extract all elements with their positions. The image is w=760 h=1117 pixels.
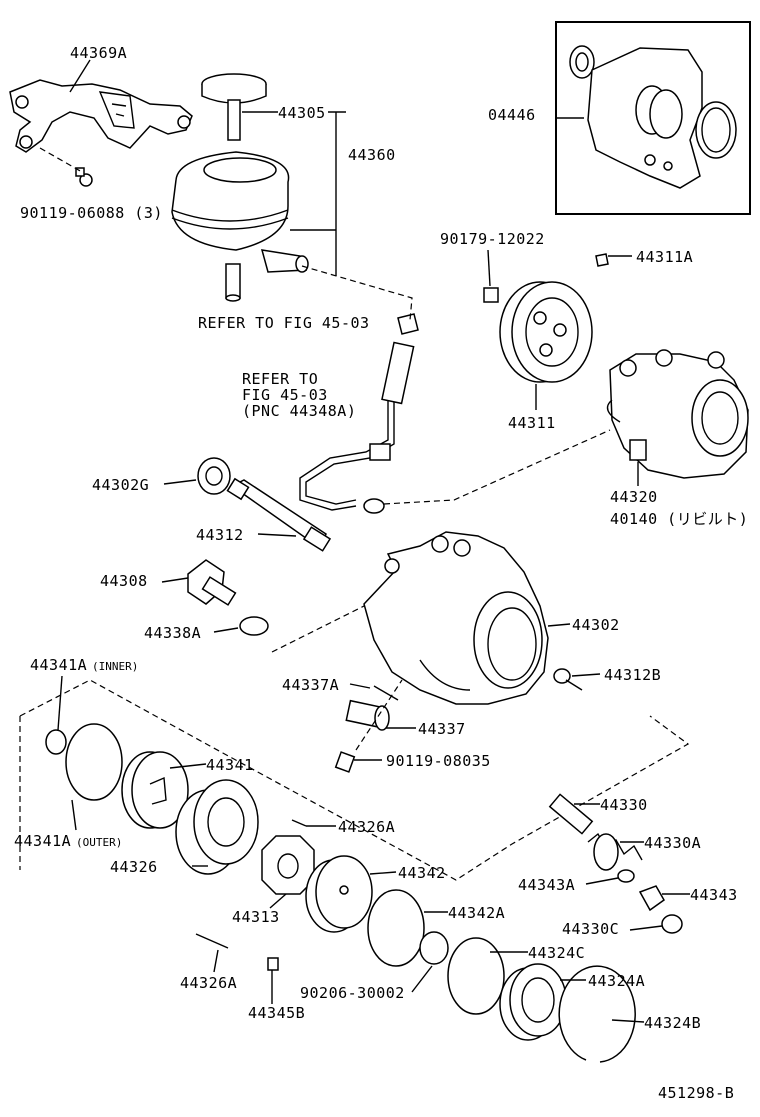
label-44341A-inner: 44341A — [30, 656, 87, 674]
label-44302: 44302 — [572, 616, 620, 634]
label-44342A: 44342A — [448, 904, 505, 922]
label-44324A: 44324A — [588, 972, 645, 990]
label-44330: 44330 — [600, 796, 648, 814]
label-44341: 44341 — [206, 756, 254, 774]
figure-id: 451298-B — [658, 1084, 734, 1102]
label-90119-06088: 90119-06088 (3) — [20, 204, 163, 222]
valve-44337 — [345, 699, 390, 731]
ring-90206-30002 — [419, 931, 449, 965]
label-44338A: 44338A — [144, 624, 201, 642]
label-44342: 44342 — [398, 864, 446, 882]
bolt-90119-08035 — [334, 751, 356, 773]
pin-44326A-bottom — [195, 933, 229, 949]
label-40140: 40140 (リビルト) — [610, 510, 748, 528]
cam-ring-44326 — [175, 779, 259, 875]
hose-assembly — [299, 313, 419, 514]
spring-44330A — [587, 832, 643, 871]
label-44311: 44311 — [508, 414, 556, 432]
label-refer-fig-1: REFER TO FIG 45-03 — [198, 314, 370, 332]
oring-44324C — [447, 937, 505, 1015]
label-44311A: 44311A — [636, 248, 693, 266]
label-refer-fig-2-line1: REFER TO — [242, 370, 318, 388]
oring-44342A — [367, 889, 425, 967]
label-44312: 44312 — [196, 526, 244, 544]
pin-44326A-top — [291, 819, 307, 827]
oring-44338A — [239, 616, 269, 636]
label-44341A-outer: 44341A — [14, 832, 71, 850]
seal-kit-box-04446 — [555, 21, 751, 215]
label-90179-12022: 90179-12022 — [440, 230, 545, 248]
shaft-44312 — [226, 477, 332, 552]
label-44326: 44326 — [110, 858, 158, 876]
oring-44341A-outer — [65, 723, 123, 801]
label-44326A-top: 44326A — [338, 818, 395, 836]
cap-44305 — [201, 73, 267, 141]
bolt-90119-06088 — [75, 167, 93, 187]
pump-assy-44320 — [606, 349, 749, 479]
pulley-44311 — [483, 253, 609, 383]
label-90206-30002: 90206-30002 — [300, 984, 405, 1002]
label-44305: 44305 — [278, 104, 326, 122]
label-44337: 44337 — [418, 720, 466, 738]
label-44341A-outer-tag: (OUTER) — [76, 836, 122, 849]
label-04446: 04446 — [488, 106, 536, 124]
plate-44341 — [121, 751, 189, 829]
label-44312B: 44312B — [604, 666, 661, 684]
label-44337A: 44337A — [282, 676, 339, 694]
bracket-44369A — [9, 79, 193, 153]
cover-44324A — [499, 963, 567, 1041]
plug-44343 — [638, 885, 665, 912]
label-44326A-bottom: 44326A — [180, 974, 237, 992]
part-labels: 44369A 44305 44360 90119-06088 (3) 04446… — [14, 44, 748, 1102]
label-44369A: 44369A — [70, 44, 127, 62]
flow-valve-44330 — [548, 793, 594, 835]
snap-ring-44324B — [558, 965, 636, 1063]
label-44343A: 44343A — [518, 876, 575, 894]
leader-lines — [57, 59, 690, 1023]
ring-44330C — [661, 914, 683, 934]
label-44313: 44313 — [232, 908, 280, 926]
label-44320: 44320 — [610, 488, 658, 506]
label-44324B: 44324B — [644, 1014, 701, 1032]
label-44341A-inner-tag: (INNER) — [92, 660, 138, 673]
fitting-44308 — [187, 559, 237, 606]
label-44330A: 44330A — [644, 834, 701, 852]
vane-44345B — [267, 957, 279, 971]
label-44308: 44308 — [100, 572, 148, 590]
label-refer-fig-2-line3: (PNC 44348A) — [242, 402, 356, 420]
label-refer-fig-2-line2: FIG 45-03 — [242, 386, 328, 404]
label-44343: 44343 — [690, 886, 738, 904]
oring-44343A — [617, 869, 635, 883]
rotor-44313 — [261, 835, 315, 895]
label-44324C: 44324C — [528, 944, 585, 962]
housing-44302 — [363, 531, 549, 705]
oring-44312B — [553, 668, 571, 684]
label-44302G: 44302G — [92, 476, 149, 494]
oring-44341A-inner — [45, 729, 67, 755]
label-44345B: 44345B — [248, 1004, 305, 1022]
reservoir-44360 — [171, 151, 309, 302]
label-44360: 44360 — [348, 146, 396, 164]
plate-44342 — [305, 855, 373, 933]
label-90119-08035: 90119-08035 — [386, 752, 491, 770]
label-44330C: 44330C — [562, 920, 619, 938]
bearing-44302G — [197, 457, 231, 495]
